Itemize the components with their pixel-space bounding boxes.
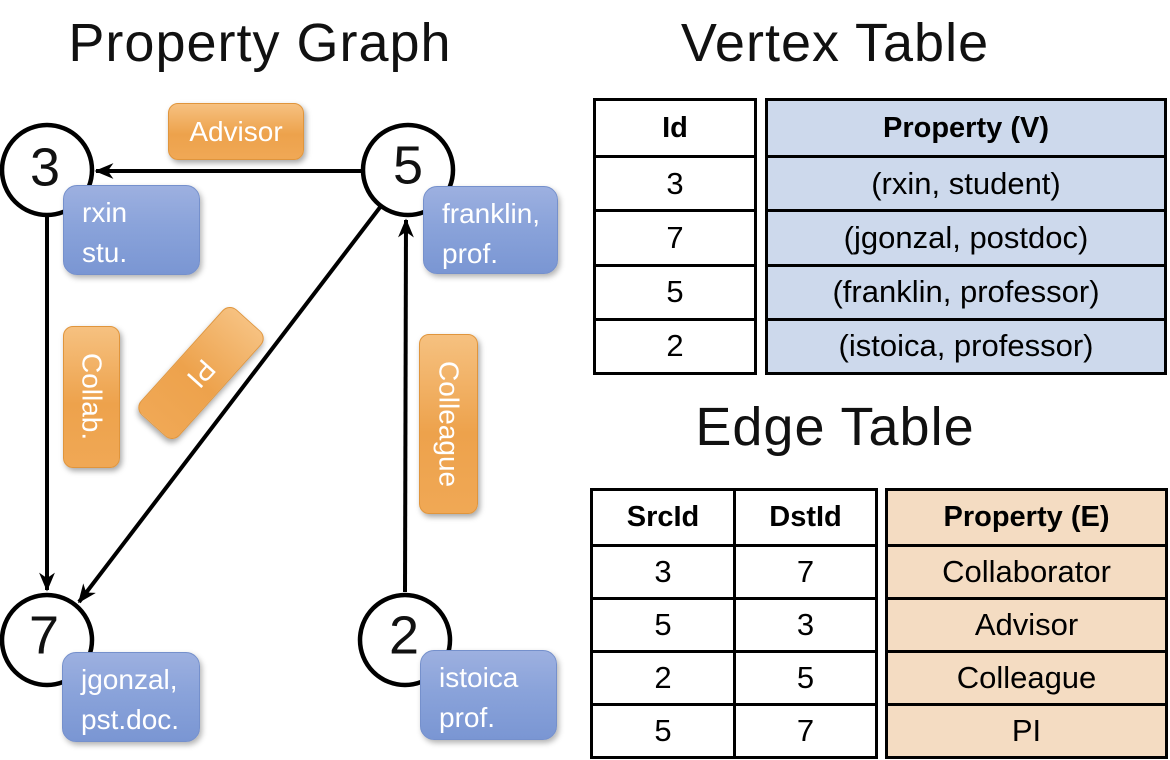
edge-row-dst: 7 <box>736 544 875 597</box>
edge-row-src: 2 <box>593 650 736 703</box>
graph-panel-title: Property Graph <box>68 13 452 73</box>
edge-row-dst: 5 <box>736 650 875 703</box>
edge-row-src: 5 <box>593 703 736 756</box>
edge-row-property: Colleague <box>888 650 1165 703</box>
vertex-table-property-column: Property (V) (rxin, student) (jgonzal, p… <box>765 98 1167 375</box>
vertex-row-id: 2 <box>596 317 754 372</box>
vertex-row-id: 5 <box>596 263 754 318</box>
vertex-property-box-5: franklin, prof. <box>423 186 558 274</box>
vertex-row-id: 3 <box>596 155 754 209</box>
edge-table-dst-header: DstId <box>769 501 842 533</box>
edge-table-property-header: Property (E) <box>943 501 1110 533</box>
node-id-2: 2 <box>388 605 420 666</box>
vertex-row-property: (franklin, professor) <box>768 263 1164 318</box>
vertex-table-id-header: Id <box>662 111 688 144</box>
edge-label-colleague: Colleague <box>419 334 478 514</box>
edge-label-collab: Collab. <box>63 326 120 468</box>
vertex-property-box-3: rxin stu. <box>63 185 200 275</box>
edge-2-to-5 <box>398 218 414 593</box>
edge-table-id-columns: SrcId DstId 3 7 5 3 2 5 5 7 <box>590 488 878 759</box>
edge-row-property: PI <box>888 703 1165 756</box>
vertex-property-box-2: istoica prof. <box>420 650 557 740</box>
edge-table-src-header: SrcId <box>593 491 736 544</box>
vertex-row-id: 7 <box>596 209 754 263</box>
edge-table-property-column: Property (E) Collaborator Advisor Collea… <box>885 488 1168 759</box>
edge-row-src: 5 <box>593 597 736 650</box>
edge-table-title: Edge Table <box>695 397 975 457</box>
edge-row-property: Collaborator <box>888 544 1165 597</box>
vertex-table-id-column: Id 3 7 5 2 <box>593 98 757 375</box>
vertex-row-property: (rxin, student) <box>768 155 1164 209</box>
vertex-table-property-header: Property (V) <box>883 111 1049 144</box>
edge-row-property: Advisor <box>888 597 1165 650</box>
node-id-7: 7 <box>28 605 60 666</box>
vertex-property-box-7: jgonzal, pst.doc. <box>62 652 200 742</box>
vertex-table-title: Vertex Table <box>680 13 990 73</box>
edge-5-to-7 <box>77 204 383 604</box>
edge-row-src: 3 <box>593 544 736 597</box>
node-id-5: 5 <box>392 135 424 196</box>
vertex-row-property: (jgonzal, postdoc) <box>768 209 1164 263</box>
node-id-3: 3 <box>29 137 61 198</box>
vertex-row-property: (istoica, professor) <box>768 317 1164 372</box>
edge-row-dst: 7 <box>736 703 875 756</box>
edge-label-advisor: Advisor <box>168 103 304 160</box>
edge-row-dst: 3 <box>736 597 875 650</box>
